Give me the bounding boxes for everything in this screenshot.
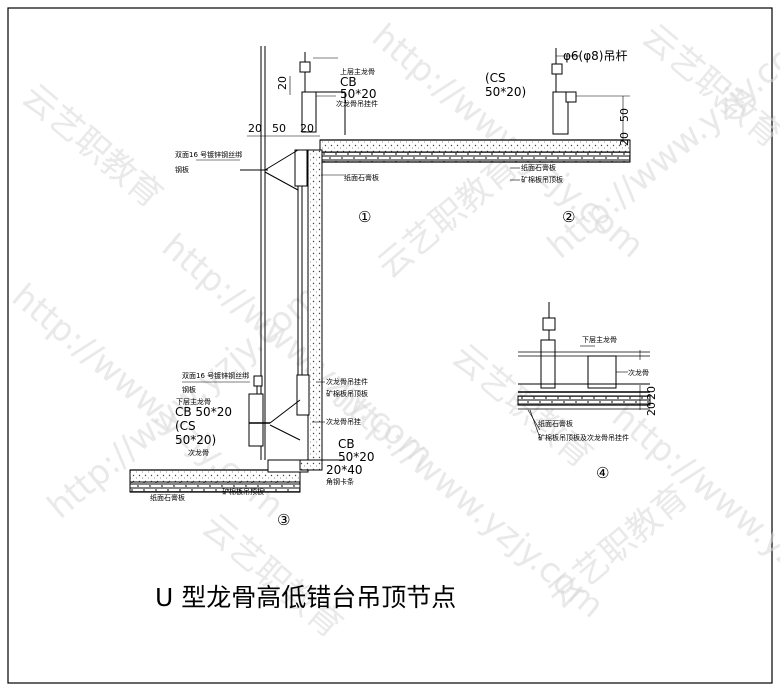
drawing-title: U 型龙骨高低错台吊顶节点 xyxy=(155,583,456,612)
dim-20-upper: 20 xyxy=(276,76,289,90)
detail-1-3-geometry xyxy=(129,46,631,493)
detail2-cs-label: (CS xyxy=(485,71,506,85)
detail1-bolt2-label: 钢板 xyxy=(175,165,189,174)
detail3-dim-label: 20*40 xyxy=(326,463,363,477)
detail-marker-1: ① xyxy=(358,208,371,226)
detail2-dim-20: 20 xyxy=(618,132,631,146)
detail1-cb-size-label: 50*20 xyxy=(340,87,377,101)
detail3-cs-label: (CS xyxy=(175,419,196,433)
detail2-dim-50: 50 xyxy=(618,108,631,122)
dim-20-right: 20 xyxy=(300,122,314,135)
detail4-board-label: 纸面石膏板 xyxy=(538,419,573,428)
svg-text:③: ③ xyxy=(277,511,290,529)
detail3-main-keel-label: 下层主龙骨 xyxy=(176,397,211,406)
svg-text:①: ① xyxy=(358,208,371,226)
detail1-main-keel-label: 上层主龙骨 xyxy=(340,67,375,76)
watermark-brand-3: 云艺职教育 xyxy=(370,147,526,287)
detail3-cb2-label: CB xyxy=(338,437,355,451)
detail1-sub-keel-label: 次龙骨吊挂件 xyxy=(336,99,378,108)
detail4-sub-label: 次龙骨 xyxy=(628,368,649,377)
svg-text:②: ② xyxy=(562,208,575,226)
detail3-cs-size-label: 50*20) xyxy=(175,433,216,447)
detail1-cb-label: CB xyxy=(340,75,357,89)
watermark-brand-1: 云艺职教育 xyxy=(14,76,170,216)
detail2-cs-size-label: 50*20) xyxy=(485,85,526,99)
leader-lines xyxy=(182,57,628,439)
detail3-sub-keel-hanger-label: 次龙骨吊挂件 xyxy=(326,377,368,386)
detail-marker-3: ③ xyxy=(277,511,290,529)
detail3-cb2-size-label: 50*20 xyxy=(338,450,375,464)
detail3-sub-keel-hanger2-label: 矿棉板吊顶板 xyxy=(326,389,368,398)
detail-marker-4: ④ xyxy=(596,464,609,482)
detail4-frame-label: 矿棉板吊顶板及次龙骨吊挂件 xyxy=(538,433,629,442)
detail3-frame-label: 矿棉板吊顶板 xyxy=(222,487,264,496)
detail3-sub-keel-hanger3-label: 次龙骨吊挂 xyxy=(326,417,361,426)
svg-text:④: ④ xyxy=(596,464,609,482)
detail3-angle-label: 角钢卡条 xyxy=(326,477,354,486)
dim-20-left: 20 xyxy=(248,122,262,135)
dim-50: 50 xyxy=(272,122,286,135)
watermark-brand-4: 云艺职教育 xyxy=(444,336,600,476)
sheet-border xyxy=(7,7,773,684)
detail-marker-2: ② xyxy=(562,208,575,226)
watermark-layer: http://www.yzjy.com http://www.yzjy.com … xyxy=(4,16,780,646)
detail3-board-label: 纸面石膏板 xyxy=(150,493,185,502)
detail3-sub-label: 次龙骨 xyxy=(188,448,209,457)
detail4-dim-20b: 20 xyxy=(645,402,658,416)
detail2-rod-label: φ6(φ8)吊杆 xyxy=(563,49,627,63)
detail3-cb-label: CB 50*20 xyxy=(175,405,232,419)
watermark-brand-6: 云艺职教育 xyxy=(540,477,696,617)
detail1-bolt-label: 双面16 号镀锌钢丝绑 xyxy=(175,150,242,159)
detail2-frame-label: 矿棉板吊顶板 xyxy=(521,175,563,184)
watermark-brand-5: 云艺职教育 xyxy=(194,506,350,646)
detail4-main-keel-label: 下层主龙骨 xyxy=(582,335,617,344)
detail4-dim-20a: 20 xyxy=(645,386,658,400)
detail1-board-label: 纸面石膏板 xyxy=(344,173,379,182)
detail3-bolt2-label: 钢板 xyxy=(182,385,196,394)
detail2-board-label: 纸面石膏板 xyxy=(521,163,556,172)
detail3-bolt-label: 双面16 号镀锌钢丝绑 xyxy=(182,371,249,380)
detail-2-geometry xyxy=(551,48,630,140)
